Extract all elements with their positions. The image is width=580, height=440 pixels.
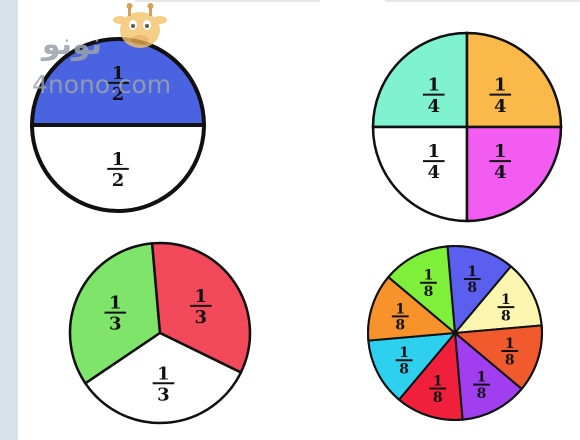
- fraction-label-thirds-2: 13: [189, 286, 212, 328]
- top-divider-left: [135, 0, 320, 2]
- fraction-denominator: 8: [477, 386, 487, 402]
- giraffe-icon: [113, 3, 167, 48]
- fraction-label-halves-1: 12: [107, 63, 129, 105]
- sector-quarters-1: [371, 31, 469, 129]
- fraction-label-quarters-1: 14: [422, 75, 445, 117]
- fraction-label-eighths-4: 18: [473, 370, 490, 402]
- fraction-label-eighths-2: 18: [497, 292, 515, 324]
- circle-outline: [69, 242, 251, 424]
- fraction-numerator: 1: [494, 141, 507, 162]
- fraction-numerator: 1: [399, 345, 409, 361]
- fraction-label-thirds-1: 13: [104, 293, 127, 335]
- fraction-label-eighths-6: 18: [395, 345, 413, 378]
- fraction-denominator: 8: [399, 362, 409, 378]
- fraction-denominator: 4: [494, 162, 507, 183]
- fraction-label-quarters-3: 14: [422, 141, 445, 183]
- fraction-denominator: 4: [428, 96, 441, 117]
- fraction-label-eighths-3: 18: [501, 336, 519, 368]
- fraction-numerator: 1: [428, 141, 441, 162]
- fraction-label-eighths-8: 18: [420, 268, 437, 300]
- fraction-numerator: 1: [109, 293, 122, 314]
- fraction-label-eighths-1: 18: [463, 264, 481, 296]
- fraction-numerator: 1: [395, 301, 405, 317]
- fraction-denominator: 3: [109, 314, 122, 335]
- watermark-logo: نونو 4nono.com: [32, 3, 171, 99]
- fraction-denominator: 3: [195, 307, 208, 328]
- fraction-label-thirds-3: 13: [152, 363, 175, 405]
- fraction-numerator: 1: [157, 363, 170, 384]
- sector-quarters-2: [465, 31, 563, 129]
- fraction-denominator: 3: [157, 384, 170, 405]
- watermark-site: 4nono.com: [32, 70, 171, 99]
- circle-outline: [372, 32, 562, 222]
- sector-quarters-3: [371, 125, 469, 223]
- fraction-label-eighths-5: 18: [429, 373, 447, 406]
- sector-quarters-4: [465, 125, 563, 223]
- fraction-numerator: 1: [477, 370, 487, 386]
- fraction-denominator: 8: [433, 390, 443, 406]
- fraction-denominator: 2: [112, 170, 125, 191]
- fraction-denominator: 4: [494, 96, 507, 117]
- fraction-denominator: 8: [424, 284, 434, 300]
- fraction-denominator: 8: [395, 318, 405, 334]
- left-edge-strip: [0, 0, 18, 440]
- fraction-label-quarters-4: 14: [489, 141, 512, 183]
- fraction-denominator: 2: [112, 84, 125, 105]
- fraction-numerator: 1: [501, 292, 511, 308]
- fraction-numerator: 1: [424, 268, 434, 284]
- circle-outline: [367, 245, 543, 421]
- fraction-denominator: 8: [505, 352, 515, 368]
- top-divider-right: [385, 0, 580, 2]
- fraction-label-quarters-2: 14: [489, 75, 512, 117]
- fraction-numerator: 1: [433, 373, 443, 389]
- fraction-numerator: 1: [112, 63, 125, 84]
- fraction-denominator: 8: [467, 280, 477, 296]
- fraction-label-halves-2: 12: [107, 149, 129, 191]
- fraction-numerator: 1: [428, 75, 441, 96]
- fraction-label-eighths-7: 18: [391, 301, 409, 334]
- fraction-numerator: 1: [494, 75, 507, 96]
- fraction-numerator: 1: [505, 336, 515, 352]
- fraction-denominator: 8: [501, 308, 511, 324]
- watermark-arabic: نونو: [40, 27, 102, 62]
- fraction-denominator: 4: [428, 162, 441, 183]
- fraction-numerator: 1: [467, 264, 477, 280]
- fraction-numerator: 1: [112, 149, 125, 170]
- fraction-numerator: 1: [195, 286, 208, 307]
